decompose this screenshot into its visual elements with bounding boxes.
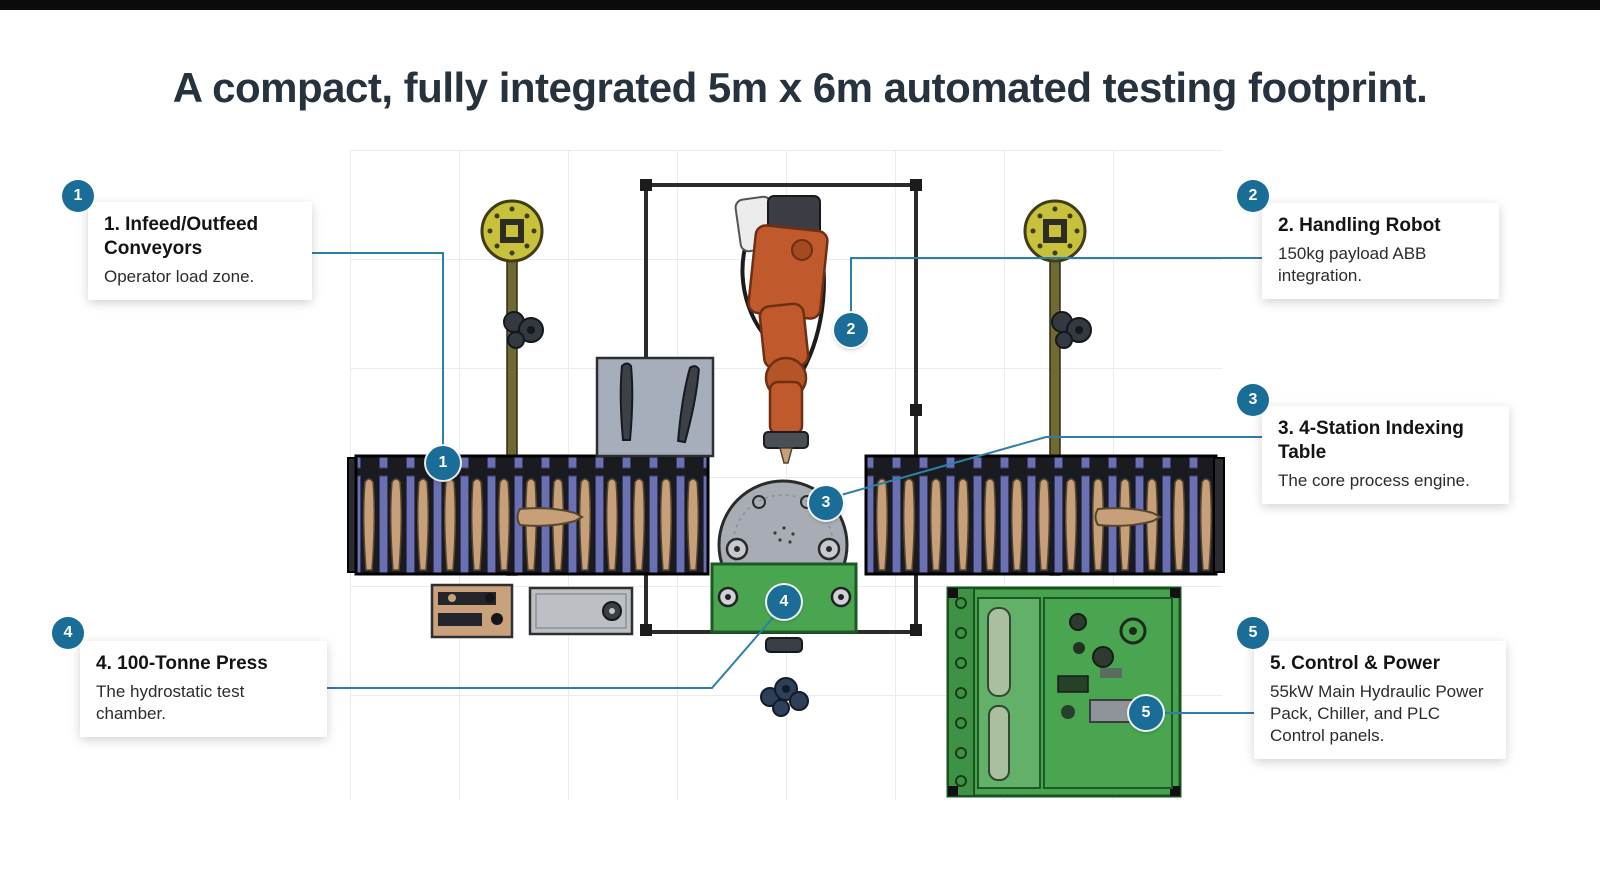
callout-title: 1. Infeed/Outfeed Conveyors: [104, 214, 259, 259]
callout-indexing-table: 3. 4-Station Indexing Table The core pro…: [1262, 406, 1509, 504]
badge-4: 4: [52, 617, 84, 649]
handling-robot-icon: [734, 195, 829, 464]
infeed-conveyor: [347, 454, 710, 576]
marker-press: 4: [767, 585, 801, 619]
marker-control-power: 5: [1129, 696, 1163, 730]
callout-connector-lines: [312, 252, 1262, 714]
callout-desc: Operator load zone.: [104, 266, 255, 286]
callout-title: 5. Control & Power: [1270, 653, 1440, 674]
rotary-unit-left-icon: [480, 199, 544, 576]
badge-1: 1: [62, 180, 94, 212]
top-border-bar: [0, 0, 1600, 10]
rotary-unit-right-icon: [1023, 199, 1087, 576]
callout-infeed-outfeed-conveyors: 1. Infeed/Outfeed Conveyors Operator loa…: [88, 202, 312, 300]
badge-3: 3: [1237, 384, 1269, 416]
parts-tray: [595, 356, 715, 458]
callout-desc: 55kW Main Hydraulic Power Pack, Chiller,…: [1270, 681, 1484, 745]
callout-press: 4. 100-Tonne Press The hydrostatic test …: [80, 641, 327, 737]
callout-desc: The core process engine.: [1278, 470, 1470, 490]
callout-control-power: 5. Control & Power 55kW Main Hydraulic P…: [1254, 641, 1506, 760]
gear-cluster-left-icon: [503, 311, 544, 349]
badge-5: 5: [1237, 617, 1269, 649]
badge-2: 2: [1237, 180, 1269, 212]
outfeed-conveyor: [864, 454, 1225, 576]
marker-robot: 2: [834, 313, 868, 347]
callout-desc: The hydrostatic test chamber.: [96, 681, 245, 723]
page-title: A compact, fully integrated 5m x 6m auto…: [172, 64, 1428, 111]
control-power-unit-icon: [946, 586, 1182, 798]
callout-title: 4. 100-Tonne Press: [96, 653, 268, 674]
tool-station-icon: [430, 583, 514, 639]
equipment-box-icon: [528, 586, 634, 636]
marker-conveyor: 1: [426, 446, 460, 480]
gear-cluster-right-icon: [1051, 311, 1092, 349]
callout-title: 3. 4-Station Indexing Table: [1278, 418, 1464, 463]
callout-desc: 150kg payload ABB integration.: [1278, 243, 1427, 285]
callout-title: 2. Handling Robot: [1278, 215, 1441, 236]
marker-indexing-table: 3: [809, 486, 843, 520]
callout-handling-robot: 2. Handling Robot 150kg payload ABB inte…: [1262, 203, 1499, 299]
